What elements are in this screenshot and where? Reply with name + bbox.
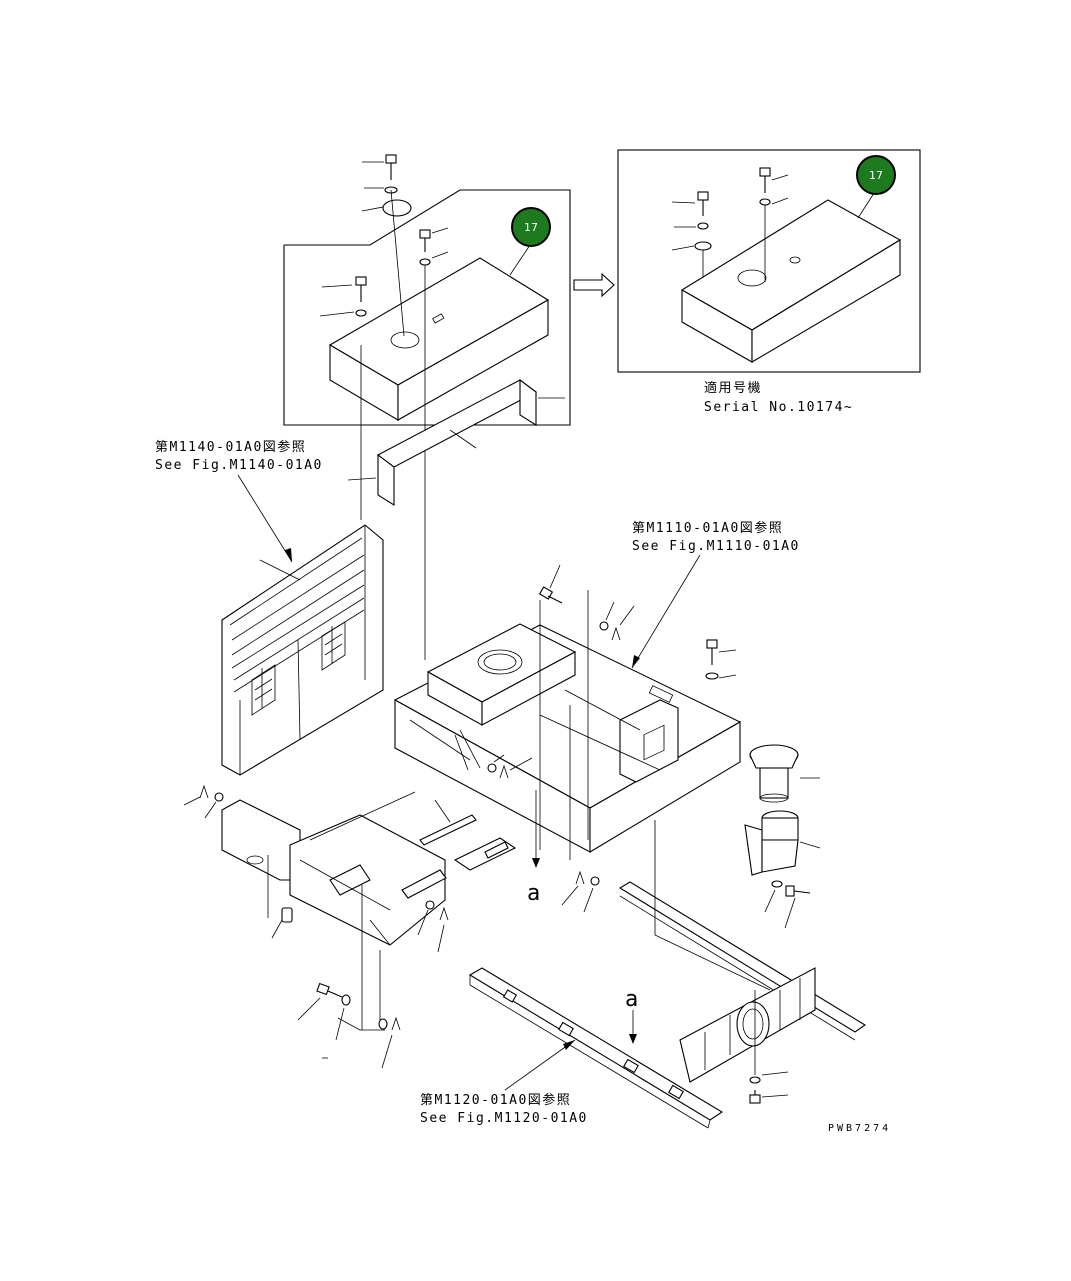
washer-icon [487, 763, 497, 773]
marker-a: a [625, 987, 638, 1012]
ref-m1120-jp: 第M1120-01A0図参照 [420, 1092, 571, 1108]
spring-washer-icon [499, 764, 509, 779]
spring-washer-icon [199, 784, 209, 799]
intake-pipe-part [744, 810, 821, 876]
bolt-icon [749, 1090, 789, 1104]
ref-m1140-en: See Fig.M1140-01A0 [155, 458, 323, 473]
callout-badge-left: 17 [511, 207, 551, 247]
washer-icon [759, 198, 771, 206]
washer-icon [214, 792, 224, 802]
bolt-icon [538, 564, 563, 604]
washer-icon [749, 1076, 761, 1084]
spring-washer-icon [439, 906, 449, 921]
small-plate-part [401, 869, 447, 899]
serial-label-jp: 適用号機 [704, 380, 762, 396]
bolt-icon [784, 885, 811, 929]
spring-washer-icon [391, 1016, 401, 1031]
inset-old-cover [283, 154, 571, 660]
frame-part [468, 820, 867, 1129]
bolt-icon [671, 191, 709, 216]
bolt-icon [271, 907, 293, 939]
bolt-icon [297, 982, 343, 1021]
bolt-icon [759, 167, 789, 193]
ref-m1120-en: See Fig.M1120-01A0 [420, 1111, 588, 1126]
ref-m1110-en: See Fig.M1110-01A0 [632, 539, 800, 554]
badge-label: 17 [524, 221, 538, 234]
spring-washer-icon [611, 626, 621, 641]
spring-washer-icon [575, 870, 585, 885]
washer-icon [425, 900, 435, 910]
serial-label-en: Serial No.10174~ [704, 400, 853, 415]
drawing-code: PWB7274 [828, 1123, 891, 1134]
washer-icon [419, 258, 431, 266]
inset-new-cover [617, 149, 921, 373]
grille-door-part [221, 524, 384, 776]
ref-m1110-jp: 第M1110-01A0図参照 [632, 520, 783, 536]
engine-hood-part [393, 590, 742, 860]
badge-label: 17 [869, 169, 883, 182]
ref-m1140-jp: 第M1140-01A0図参照 [155, 439, 306, 455]
precleaner-cap-part [749, 744, 820, 803]
washer-icon [599, 621, 609, 631]
callout-badge-right: 17 [856, 155, 896, 195]
arrow-right-icon [573, 272, 615, 298]
washer-icon [705, 672, 719, 680]
washer-icon [697, 222, 709, 230]
washer-icon [590, 876, 600, 886]
washer-icon [341, 994, 351, 1006]
bolt-icon [419, 227, 449, 252]
washer-icon [378, 1018, 388, 1030]
rod-part [419, 799, 477, 846]
washer-icon [694, 241, 712, 251]
side-cover-part [221, 799, 446, 946]
cap-icon [382, 199, 412, 217]
bracket-part [347, 378, 565, 506]
small-plate-part [484, 841, 509, 859]
washer-icon [355, 309, 367, 317]
bolt-icon [706, 639, 737, 665]
washer-icon [771, 880, 783, 888]
bolt-icon [321, 276, 367, 302]
marker-a: a [527, 881, 540, 906]
bolt-icon [362, 154, 397, 180]
